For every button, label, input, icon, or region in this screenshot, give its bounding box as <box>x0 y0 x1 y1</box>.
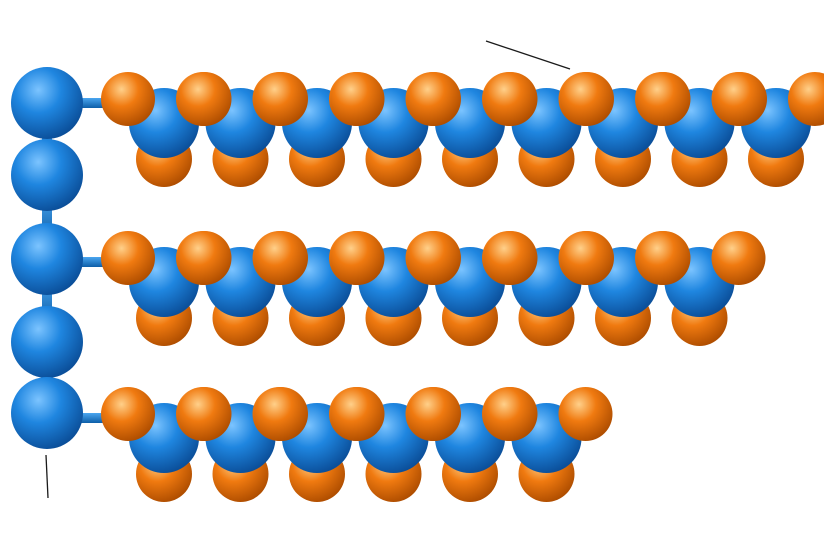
chain-1-upper-side-bead-a <box>101 72 155 126</box>
chain-1-upper-side-bead-a <box>636 72 691 126</box>
chain-1-upper-side-bead-a <box>407 72 461 126</box>
backbone-bead-5 <box>11 377 83 449</box>
chain-2-upper-side-bead-a <box>636 231 691 285</box>
chain-3-graft-bond <box>77 413 118 423</box>
chain-1 <box>101 72 824 187</box>
chain-2-upper-side-bead-a <box>560 231 614 285</box>
chain-3-upper-side-bead-a <box>177 387 232 441</box>
chain-3-upper-side-bead-a <box>483 387 538 441</box>
backbone-bond-3 <box>42 279 52 322</box>
backbone-bead-4 <box>11 306 83 378</box>
chain-2-upper-side-bead-a <box>177 231 232 285</box>
backbone-bead-1 <box>11 67 83 139</box>
leader-line-bottom <box>45 454 49 499</box>
chain-1-upper-side-bead-a <box>254 72 308 126</box>
chain-2-upper-side-bead-a <box>407 231 461 285</box>
chain-2 <box>101 231 766 346</box>
backbone-bond-2 <box>42 195 52 239</box>
backbone-bead-3 <box>11 223 83 295</box>
chain-1-upper-side-bead-b <box>788 72 824 126</box>
bead-layer <box>11 67 824 502</box>
chain-2-upper-side-bead-a <box>483 231 538 285</box>
chain-3-upper-side-bead-b <box>558 387 613 441</box>
chain-3 <box>101 387 613 502</box>
leader-line-top <box>485 40 571 70</box>
chain-2-upper-side-bead-a <box>330 231 385 285</box>
chain-3-upper-side-bead-a <box>330 387 385 441</box>
chain-1-upper-side-bead-a <box>560 72 614 126</box>
chain-3-upper-side-bead-a <box>254 387 308 441</box>
chain-3-upper-side-bead-a <box>407 387 461 441</box>
chain-1-upper-side-bead-a <box>713 72 767 126</box>
chain-2-graft-bond <box>77 257 118 267</box>
chain-1-upper-side-bead-a <box>177 72 232 126</box>
chain-1-graft-bond <box>77 98 118 108</box>
chain-1-upper-side-bead-a <box>330 72 385 126</box>
chain-3-upper-side-bead-a <box>101 387 155 441</box>
chain-2-upper-side-bead-a <box>254 231 308 285</box>
chain-1-upper-side-bead-a <box>483 72 538 126</box>
backbone-bead-2 <box>11 139 83 211</box>
chain-2-upper-side-bead-a <box>101 231 155 285</box>
chain-2-upper-side-bead-b <box>711 231 766 285</box>
annotation-lines <box>45 40 571 499</box>
